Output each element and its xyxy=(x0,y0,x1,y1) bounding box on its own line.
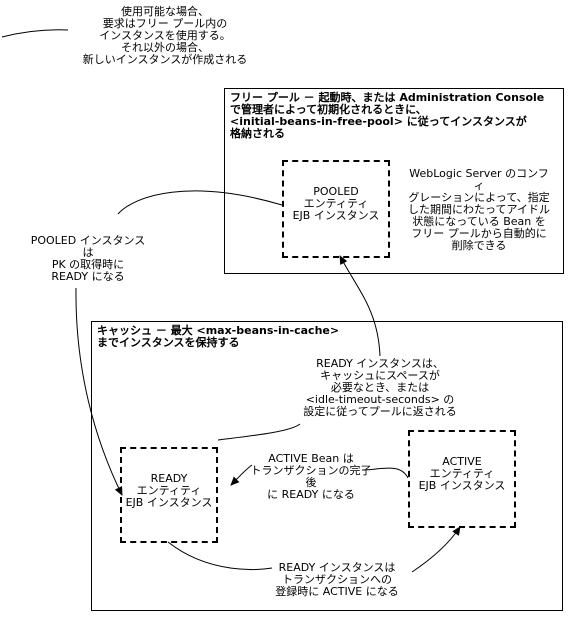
ready-to-active-note: READY インスタンスは トランザクションへの 登録時に ACTIVE になる xyxy=(275,561,399,598)
request-curve xyxy=(1,29,69,38)
pooled-to-ready-note: POOLED インスタンスは PK の取得時に READY になる xyxy=(30,234,146,283)
idle-removal-note: WebLogic Server のコンフィ グレーションによって、指定 した期間… xyxy=(408,167,550,252)
ready-instance-box: READY エンティティ EJB インスタンス xyxy=(120,447,218,543)
ready-instance-label: READY エンティティ EJB インスタンス xyxy=(125,472,213,509)
ready-to-active-arrow xyxy=(167,527,460,573)
cache-frame: キャッシュ － 最大 <max-beans-in-cache> までインスタンス… xyxy=(91,321,563,611)
ready-return-note: READY インスタンスは、 キャッシュにスペースが 必要なとき、または <id… xyxy=(303,357,457,418)
pooled-instance-box: POOLED エンティティ EJB インスタンス xyxy=(282,160,390,258)
ready-to-pool-arrow xyxy=(217,256,381,441)
pooled-instance-label: POOLED エンティティ EJB インスタンス xyxy=(292,185,380,222)
free-pool-frame: フリー プール － 起動時、または Administration Console… xyxy=(224,88,564,274)
pooled-to-ready-arrow xyxy=(75,190,283,495)
active-to-ready-note: ACTIVE Bean は トランザクションの完了後 に READY になる xyxy=(250,452,372,501)
cache-heading: キャッシュ － 最大 <max-beans-in-cache> までインスタンス… xyxy=(97,324,340,349)
active-instance-box: ACTIVE エンティティ EJB インスタンス xyxy=(408,430,516,528)
free-pool-heading: フリー プール － 起動時、または Administration Console… xyxy=(230,91,545,140)
top-note: 使用可能な場合、 要求はフリー プール内の インスタンスを使用する。 それ以外の… xyxy=(82,5,248,66)
active-instance-label: ACTIVE エンティティ EJB インスタンス xyxy=(418,455,506,492)
active-to-ready-arrow xyxy=(231,464,409,485)
